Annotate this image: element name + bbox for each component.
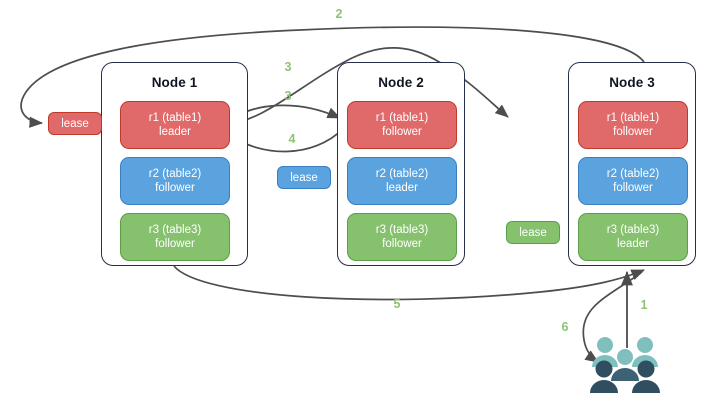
replica-role: follower xyxy=(382,238,422,250)
arrow-step-5 xyxy=(173,265,645,301)
step-label-2: 2 xyxy=(335,7,343,21)
replica-role: follower xyxy=(155,182,195,194)
replica-r2-node2[interactable]: r2 (table2) leader xyxy=(347,157,457,205)
replica-r3-node2[interactable]: r3 (table3) follower xyxy=(347,213,457,261)
replica-role: follower xyxy=(382,126,422,138)
replica-name: r2 (table2) xyxy=(148,167,202,180)
lease-box-red[interactable]: lease xyxy=(48,112,102,135)
node-container-node1[interactable]: Node 1 r1 (table1) leader r2 (table2) fo… xyxy=(101,62,248,266)
replica-role: leader xyxy=(617,238,649,250)
users-icon xyxy=(589,333,661,395)
users-icon-svg xyxy=(590,337,660,393)
replica-name: r3 (table3) xyxy=(606,223,660,236)
replica-role: follower xyxy=(613,182,653,194)
lease-box-blue[interactable]: lease xyxy=(277,166,331,189)
replica-r3-node3[interactable]: r3 (table3) leader xyxy=(578,213,688,261)
node-container-node2[interactable]: Node 2 r1 (table1) follower r2 (table2) … xyxy=(337,62,465,266)
replica-role: follower xyxy=(155,238,195,250)
step-label-1: 1 xyxy=(640,298,648,312)
replica-role: leader xyxy=(159,126,191,138)
lease-box-green[interactable]: lease xyxy=(506,221,560,244)
replica-name: r3 (table3) xyxy=(375,223,429,236)
replica-r3-node1[interactable]: r3 (table3) follower xyxy=(120,213,230,261)
replica-r1-node1[interactable]: r1 (table1) leader xyxy=(120,101,230,149)
step-label-5: 5 xyxy=(393,297,401,311)
node-title: Node 1 xyxy=(151,75,198,90)
replica-name: r1 (table1) xyxy=(606,111,660,124)
replica-name: r3 (table3) xyxy=(148,223,202,236)
replica-role: leader xyxy=(386,182,418,194)
step-label-4: 4 xyxy=(288,132,296,146)
node-title: Node 2 xyxy=(378,75,424,90)
lease-label: lease xyxy=(61,117,89,130)
replica-r2-node3[interactable]: r2 (table2) follower xyxy=(578,157,688,205)
replica-name: r2 (table2) xyxy=(375,167,429,180)
step-label-3-lower: 3 xyxy=(284,89,292,103)
replica-role: follower xyxy=(613,126,653,138)
replica-r1-node3[interactable]: r1 (table1) follower xyxy=(578,101,688,149)
lease-label: lease xyxy=(290,171,318,184)
step-label-6: 6 xyxy=(561,320,569,334)
replica-r2-node1[interactable]: r2 (table2) follower xyxy=(120,157,230,205)
replica-r1-node2[interactable]: r1 (table1) follower xyxy=(347,101,457,149)
node-title: Node 3 xyxy=(609,75,655,90)
node-container-node3[interactable]: Node 3 r1 (table1) follower r2 (table2) … xyxy=(568,62,696,266)
step-label-3-upper: 3 xyxy=(284,60,292,74)
lease-label: lease xyxy=(519,226,547,239)
replica-name: r1 (table1) xyxy=(375,111,429,124)
replica-name: r2 (table2) xyxy=(606,167,660,180)
replica-name: r1 (table1) xyxy=(148,111,202,124)
